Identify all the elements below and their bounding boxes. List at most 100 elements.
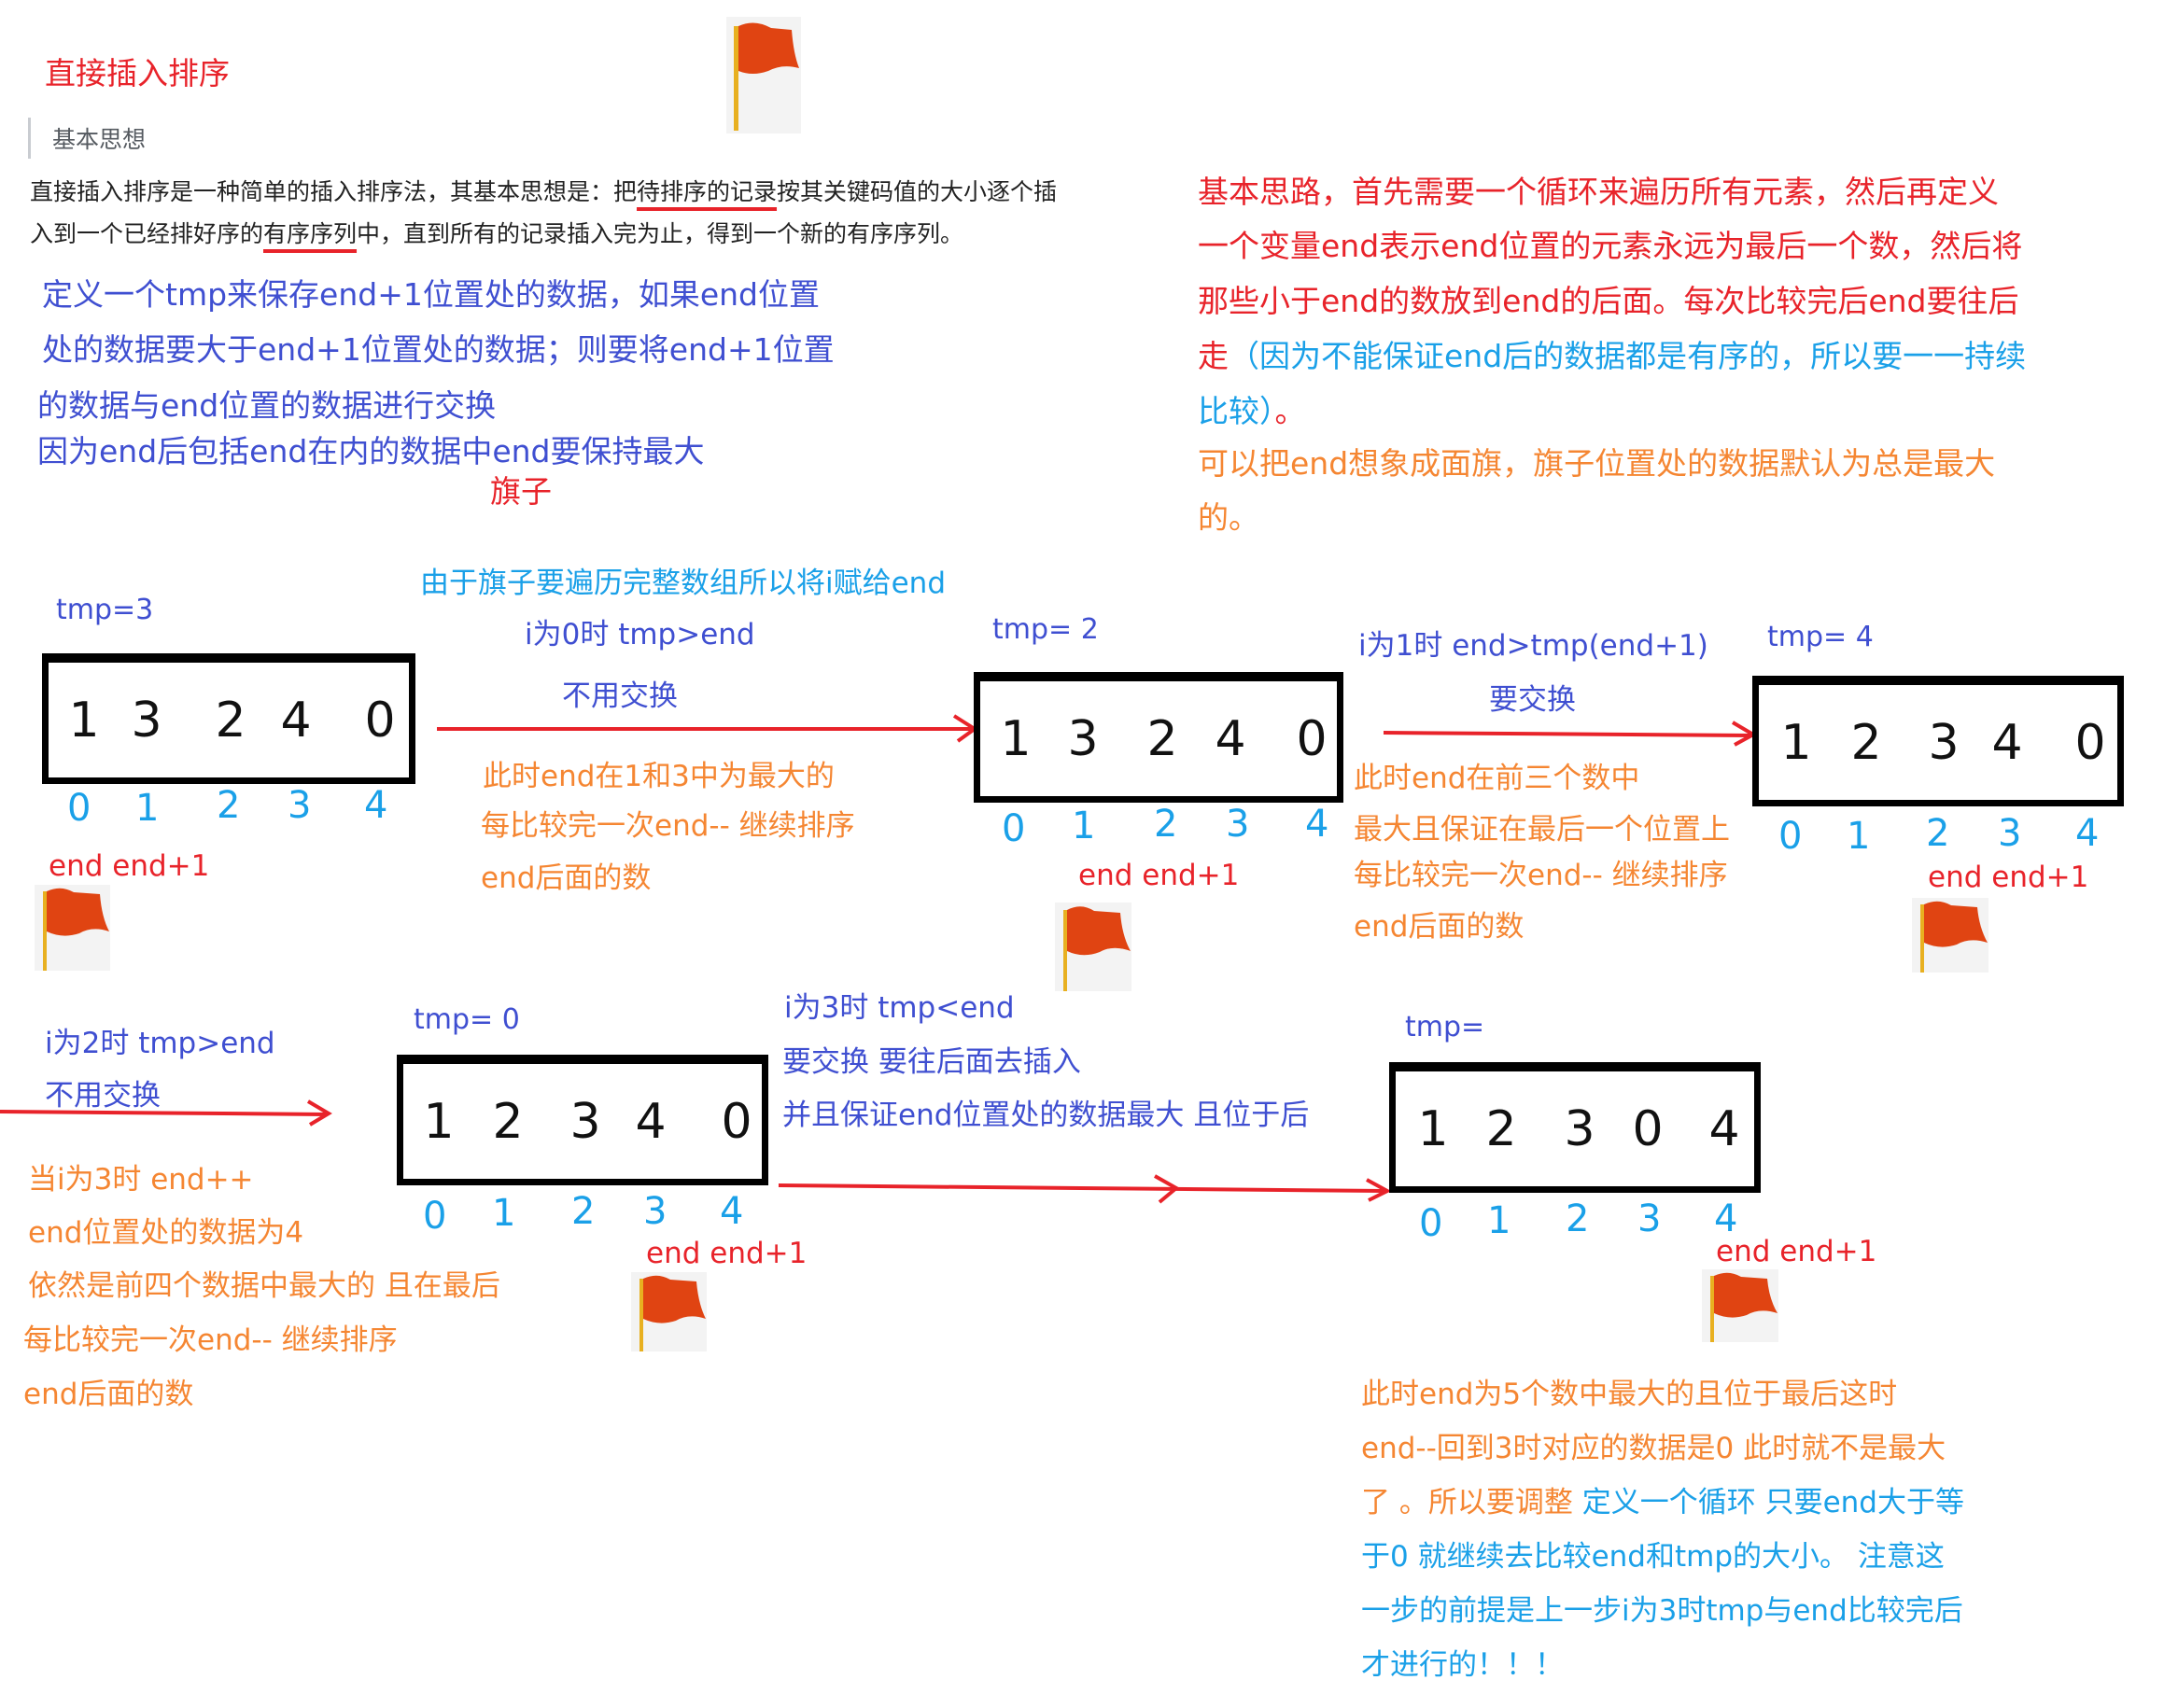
transition-3-note: 当i为3时 end++ [28, 1163, 254, 1197]
step-3-tmp: tmp= 4 [1767, 621, 1874, 653]
array-cell: 2 [1850, 714, 1882, 771]
array-index: 2 [1566, 1197, 1590, 1240]
para-underlined-text: 有序序列 [263, 220, 358, 247]
end-pointer-label: end end+1 [1928, 861, 2089, 894]
array-box-step-2: 1 3 2 4 0 [974, 672, 1343, 803]
transition-2-condition: i为1时 end>tmp(end+1) [1358, 629, 1708, 663]
end-pointer-label: end end+1 [1078, 859, 1240, 892]
section-subheading: 基本思想 [52, 126, 147, 153]
array-cell: 1 [423, 1093, 455, 1150]
array-index: 4 [1714, 1197, 1738, 1240]
array-cell: 1 [68, 692, 100, 749]
array-cell: 2 [492, 1093, 524, 1150]
array-cell: 0 [2074, 714, 2106, 771]
transition-1-action: 不用交换 [562, 679, 678, 713]
array-index: 3 [288, 784, 312, 827]
red-flag-icon [1912, 898, 1988, 973]
array-cell: 4 [280, 692, 312, 749]
intro-paragraph-line-2: 入到一个已经排好序的有序序列中，直到所有的记录插入完为止，得到一个新的有序序列。 [30, 213, 963, 255]
right-arrow-icon [1383, 721, 1757, 747]
transition-1-note: end后面的数 [481, 861, 652, 895]
transition-3-note: end后面的数 [23, 1378, 194, 1411]
para-text: 入到一个已经排好序的 [30, 220, 264, 247]
array-index: 0 [67, 787, 91, 830]
transition-1-note: 此时end在1和3中为最大的 [483, 760, 835, 793]
transition-2-note: end后面的数 [1354, 910, 1525, 944]
array-cell: 2 [215, 692, 246, 749]
array-cell: 1 [1780, 714, 1812, 771]
transition-4-action: 要交换 要往后面去插入 [782, 1045, 1081, 1079]
array-index: 0 [1002, 807, 1026, 850]
array-cell: 1 [1417, 1100, 1449, 1157]
transition-2-note: 每比较完一次end-- 继续排序 [1354, 859, 1728, 892]
step-5-tmp: tmp= [1405, 1011, 1485, 1043]
note-text: 比较） [1198, 393, 1275, 429]
note-text: 定义一个循环 只要end大于等 [1581, 1486, 1964, 1519]
transition-4-condition: i为3时 tmp<end [784, 991, 1015, 1025]
array-index: 3 [1998, 812, 2022, 855]
transition-2-action: 要交换 [1489, 683, 1576, 717]
transition-3-condition: i为2时 tmp>end [45, 1027, 275, 1060]
intro-paragraph-line-1: 直接插入排序是一种简单的插入排序法，其基本思想是：把待排序的记录按其关键码值的大… [30, 171, 1057, 213]
array-box-step-5: 1 2 3 0 4 [1389, 1062, 1761, 1193]
left-note-line: 定义一个tmp来保存end+1位置处的数据，如果end位置 [42, 276, 821, 313]
red-flag-icon [35, 885, 110, 971]
final-note-line: 了 。所以要调整 定义一个循环 只要end大于等 [1361, 1477, 1964, 1529]
para-text: 按其关键码值的大小逐个插 [777, 178, 1058, 205]
array-cell: 0 [721, 1093, 752, 1150]
array-cell: 3 [1564, 1100, 1595, 1157]
transition-1-note: 每比较完一次end-- 继续排序 [481, 809, 855, 843]
transition-3-action: 不用交换 [45, 1079, 161, 1113]
array-index: 2 [571, 1190, 596, 1233]
array-cell: 4 [1991, 714, 2023, 771]
left-note-line: 因为end后包括end在内的数据中end要保持最大 [37, 433, 705, 469]
final-note-line: 此时end为5个数中最大的且位于最后这时 [1361, 1378, 1898, 1411]
array-index: 4 [1305, 803, 1329, 846]
flag-label: 旗子 [490, 473, 552, 510]
transition-1-condition: i为0时 tmp>end [525, 618, 755, 651]
array-cell: 1 [1000, 710, 1032, 767]
red-flag-icon [1055, 903, 1131, 991]
end-pointer-label: end end+1 [1716, 1235, 1877, 1268]
array-cell: 2 [1146, 710, 1178, 767]
array-index: 2 [217, 784, 241, 827]
final-note-line: end--回到3时对应的数据是0 此时就不是最大 [1361, 1432, 1946, 1465]
step-2-tmp: tmp= 2 [992, 613, 1099, 646]
array-index: 4 [364, 784, 388, 827]
array-index: 4 [720, 1190, 744, 1233]
transition-4-detail: 并且保证end位置处的数据最大 且位于后 [782, 1099, 1310, 1132]
array-box-step-3: 1 2 3 4 0 [1752, 676, 2124, 806]
right-note-line: 的。 [1198, 499, 1259, 536]
array-cell: 0 [364, 692, 396, 749]
final-note-line: 一步的前提是上一步i为3时tmp与end比较完后 [1361, 1594, 1963, 1628]
para-text: 直接插入排序是一种简单的插入排序法，其基本思想是：把 [30, 178, 638, 205]
array-cell: 3 [131, 692, 162, 749]
right-note-line: 那些小于end的数放到end的后面。每次比较完后end要往后 [1198, 283, 2019, 319]
right-note-line: 基本思路，首先需要一个循环来遍历所有元素，然后再定义 [1198, 174, 1999, 210]
page-title: 直接插入排序 [45, 55, 230, 91]
array-box-step-4: 1 2 3 4 0 [397, 1055, 768, 1185]
transition-2-note: 最大且保证在最后一个位置上 [1354, 813, 1730, 847]
red-flag-icon [631, 1272, 707, 1351]
para-text: 中，直到所有的记录插入完为止，得到一个新的有序序列。 [357, 220, 964, 247]
array-index: 0 [1778, 815, 1803, 858]
transition-1-top-note: 由于旗子要遍历完整数组所以将i赋给end [420, 567, 947, 600]
end-pointer-label: end end+1 [49, 849, 210, 883]
array-index: 3 [643, 1190, 667, 1233]
transition-3-note: 每比较完一次end-- 继续排序 [23, 1323, 398, 1357]
right-arrow-icon [0, 1099, 332, 1127]
array-cell: 0 [1296, 710, 1328, 767]
array-index: 1 [492, 1192, 516, 1235]
step-4-tmp: tmp= 0 [414, 1003, 520, 1036]
final-note-line: 才进行的！！！ [1361, 1648, 1564, 1682]
transition-3-note: end位置处的数据为4 [28, 1216, 304, 1250]
end-pointer-label: end end+1 [646, 1237, 808, 1270]
array-index: 1 [1847, 815, 1871, 858]
array-index: 0 [423, 1195, 447, 1238]
note-text: 了 。所以要调整 [1361, 1486, 1582, 1519]
red-flag-icon [726, 17, 801, 133]
right-note-line: 一个变量end表示end位置的元素永远为最后一个数，然后将 [1198, 228, 2023, 264]
right-note-line: 比较）。 [1198, 385, 1306, 439]
array-cell: 3 [569, 1093, 601, 1150]
array-cell: 3 [1928, 714, 1960, 771]
